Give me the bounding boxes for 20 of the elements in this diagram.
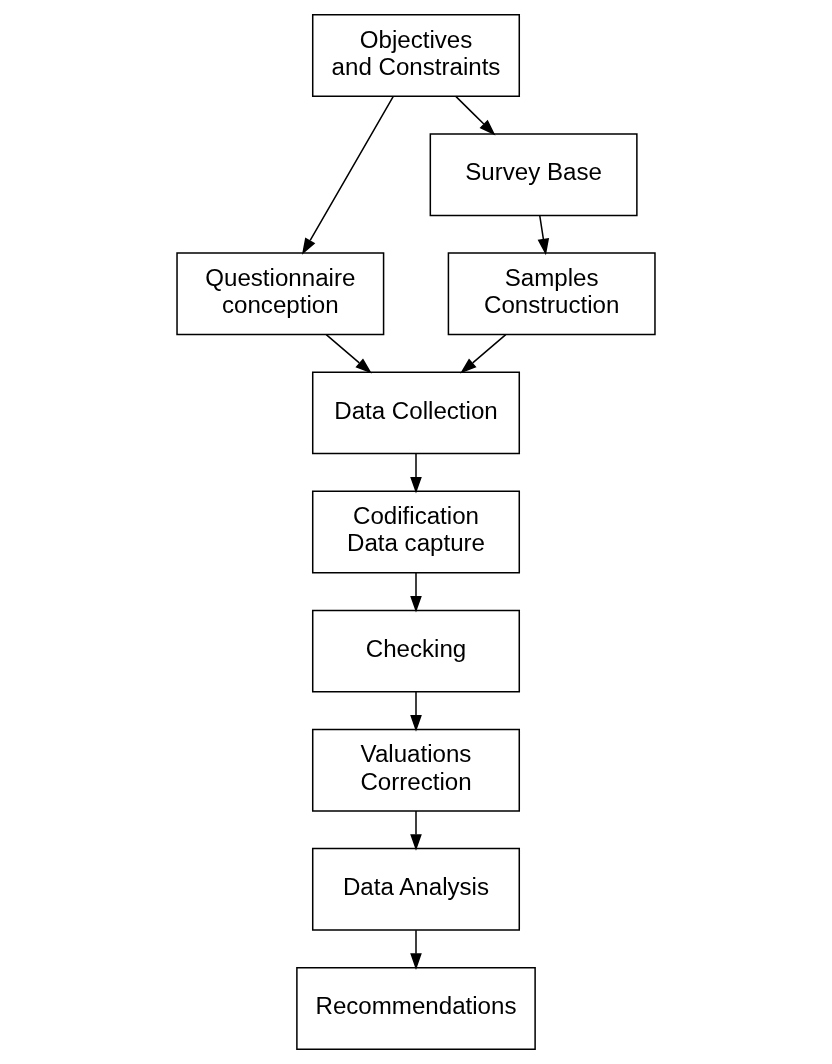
arrow bbox=[460, 333, 507, 374]
node-box: Recommendations bbox=[296, 966, 536, 1050]
node-box: Objectives and Constraints bbox=[311, 14, 521, 98]
node-box: Data Collection bbox=[311, 371, 521, 455]
node-box: Survey Base bbox=[429, 133, 638, 217]
node-box: Checking bbox=[311, 609, 521, 693]
arrow bbox=[410, 691, 422, 732]
arrow bbox=[410, 452, 422, 494]
arrow bbox=[301, 95, 395, 255]
node-box: Codification Data capture bbox=[311, 490, 521, 574]
node-box: Questionnaire conception bbox=[176, 252, 385, 336]
arrow bbox=[410, 572, 422, 613]
arrow bbox=[537, 214, 550, 256]
node-box: Valuations Correction bbox=[311, 728, 521, 812]
node-box: Samples Construction bbox=[447, 252, 656, 336]
arrow bbox=[410, 929, 422, 970]
arrow bbox=[410, 810, 422, 851]
arrow bbox=[455, 95, 496, 136]
node-box: Data Analysis bbox=[311, 847, 521, 931]
arrow bbox=[325, 333, 372, 374]
